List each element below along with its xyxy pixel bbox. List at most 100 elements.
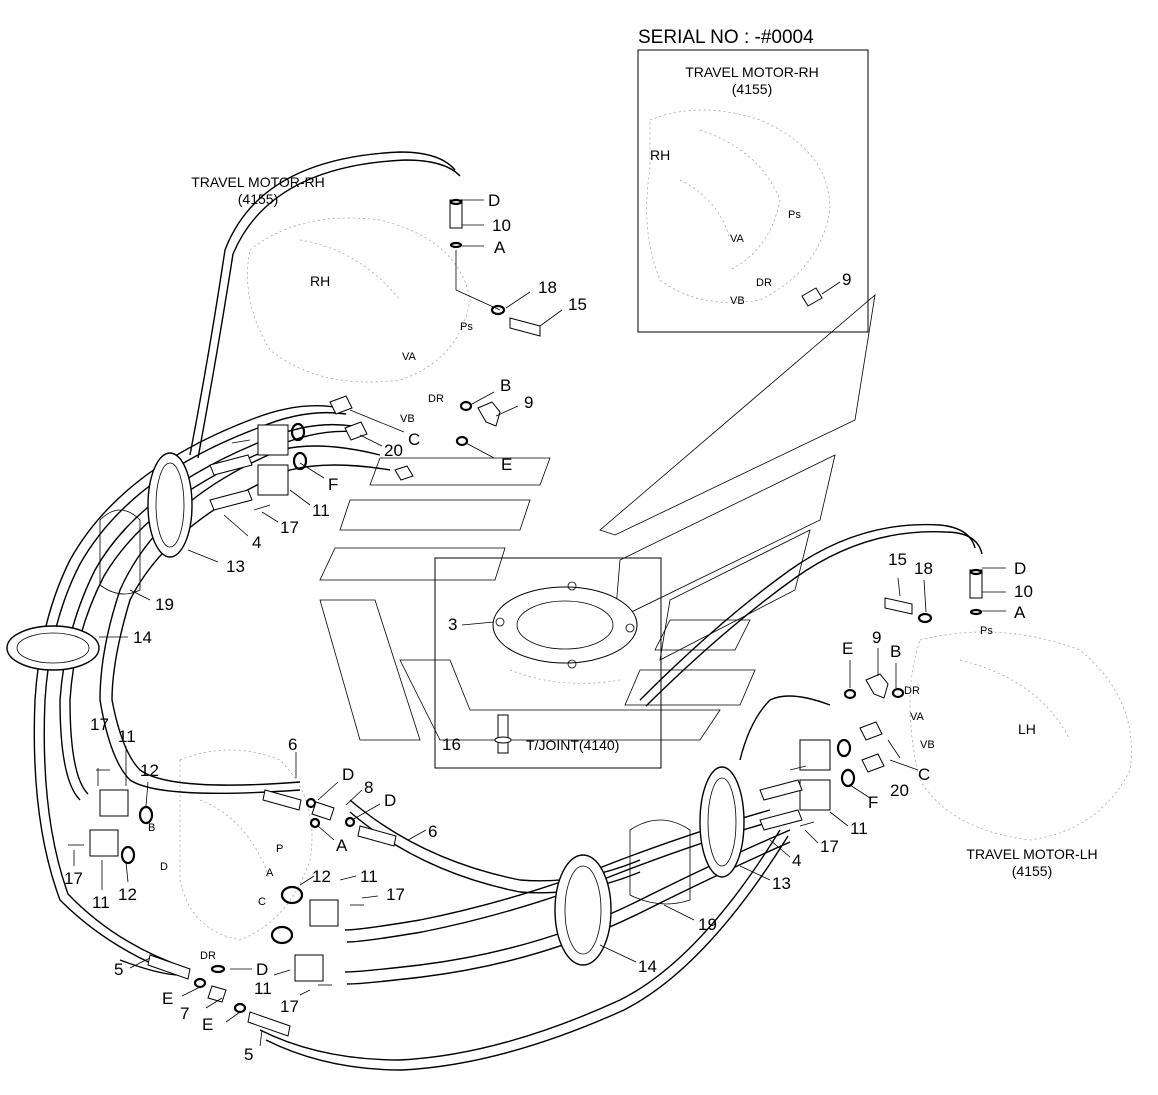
motor-rh-label: RH [310,273,330,289]
inset-title: TRAVEL MOTOR-RH [685,64,819,80]
callout-11a: 11 [118,727,136,746]
callout-rh-D: D [488,191,500,210]
leader-lines [73,199,1006,1047]
callout-Ea: E [162,989,173,1008]
callout-12a: 12 [140,761,159,780]
motor-lh-label: LH [1018,721,1036,737]
callout-5a: 5 [114,960,123,979]
inset-box [637,49,869,333]
callout-rh-9: 9 [524,393,533,412]
callout-rh-10: 10 [492,216,511,235]
callout-lh-17: 17 [820,837,839,856]
callout-lh-E: E [842,639,853,658]
callout-lh-4: 4 [792,851,801,870]
callout-17d: 17 [280,997,299,1016]
callout-11c: 11 [360,867,378,886]
callout-rh-C: C [408,430,420,449]
inset-dr-label: DR [756,277,772,289]
port-dr-rh: DR [428,393,444,405]
callout-D1: D [342,765,354,784]
travel-motor-rh-sketch [247,217,471,383]
callout-lh-20: 20 [890,781,909,800]
callout-lh-C: C [918,765,930,784]
callout-rh-13: 13 [226,557,245,576]
inset-fitting [801,281,841,307]
callout-rh-4: 4 [252,533,261,552]
motor-lh-code: (4155) [1012,863,1052,879]
callout-rh-11: 11 [312,501,330,520]
tjoint-callout-16: 16 [442,735,461,754]
callout-rh-B: B [500,376,511,395]
turning-joint-sketch [179,749,313,941]
inset-callout-9: 9 [842,270,851,289]
port-dr-center: DR [200,950,216,962]
rh-fittings [209,198,541,511]
callout-Eb: E [202,1015,213,1034]
port-p-center: P [276,843,283,855]
callout-lh-D: D [1014,559,1026,578]
motor-lh-title: TRAVEL MOTOR-LH [966,846,1097,862]
callout-6b: 6 [428,822,437,841]
port-a-center: A [266,867,274,879]
serial-number: SERIAL NO : -#0004 [638,27,814,48]
center-fittings [68,769,397,1037]
port-ps-rh: Ps [460,321,473,333]
callout-5b: 5 [244,1045,253,1064]
callout-6a: 6 [288,735,297,754]
callout-rh-20: 20 [384,441,403,460]
tjoint-flange [492,581,638,684]
callout-lh-F: F [868,793,878,812]
callout-lh-11: 11 [850,819,868,838]
port-vb-rh: VB [400,413,415,425]
inset-ps-label: Ps [788,209,801,221]
callout-D3: D [256,960,268,979]
port-va-rh: VA [402,351,417,363]
callout-rh-A: A [494,238,506,257]
callout-rh-19: 19 [155,595,174,614]
port-ps-lh: Ps [980,625,993,637]
tjoint-fitting [494,714,512,754]
callout-12c: 12 [312,867,331,886]
callout-lh-19: 19 [698,915,717,934]
motor-rh-title: TRAVEL MOTOR-RH [191,174,325,190]
callout-17a: 17 [90,715,109,734]
callout-rh-14: 14 [133,628,152,647]
tjoint-box [434,557,662,769]
callout-7: 7 [180,1004,189,1023]
callout-rh-F: F [328,475,338,494]
callout-12b: 12 [118,885,137,904]
collars [6,452,745,966]
callout-8: 8 [364,778,373,797]
travel-motor-lh-sketch [909,631,1132,841]
callout-rh-17: 17 [280,518,299,537]
callout-lh-18: 18 [914,559,933,578]
callout-lh-A: A [1014,603,1026,622]
inset-rh-label: RH [650,147,670,163]
callout-11b: 11 [92,893,110,912]
port-c-center: C [258,896,266,908]
inset-code: (4155) [732,81,772,97]
callout-D2: D [384,791,396,810]
port-va-lh: VA [910,711,925,723]
callout-lh-14: 14 [638,957,657,976]
callout-lh-B: B [890,642,901,661]
port-b-center: B [148,822,155,834]
callout-17b: 17 [64,869,83,888]
callout-lh-13: 13 [772,874,791,893]
tjoint-label: T/JOINT(4140) [526,737,619,753]
callout-17c: 17 [386,885,405,904]
inset-motor-sketch [646,109,831,303]
inset-vb-label: VB [730,295,745,307]
background-logo [319,293,876,741]
motor-rh-code: (4155) [238,191,278,207]
port-d-center: D [160,861,168,873]
port-dr-lh: DR [904,685,920,697]
callout-lh-10: 10 [1014,582,1033,601]
lh-fittings [759,568,983,831]
callout-11d: 11 [254,979,272,998]
port-vb-lh: VB [920,739,935,751]
callout-A: A [336,836,348,855]
callout-lh-9: 9 [872,628,881,647]
callout-rh-18: 18 [538,278,557,297]
